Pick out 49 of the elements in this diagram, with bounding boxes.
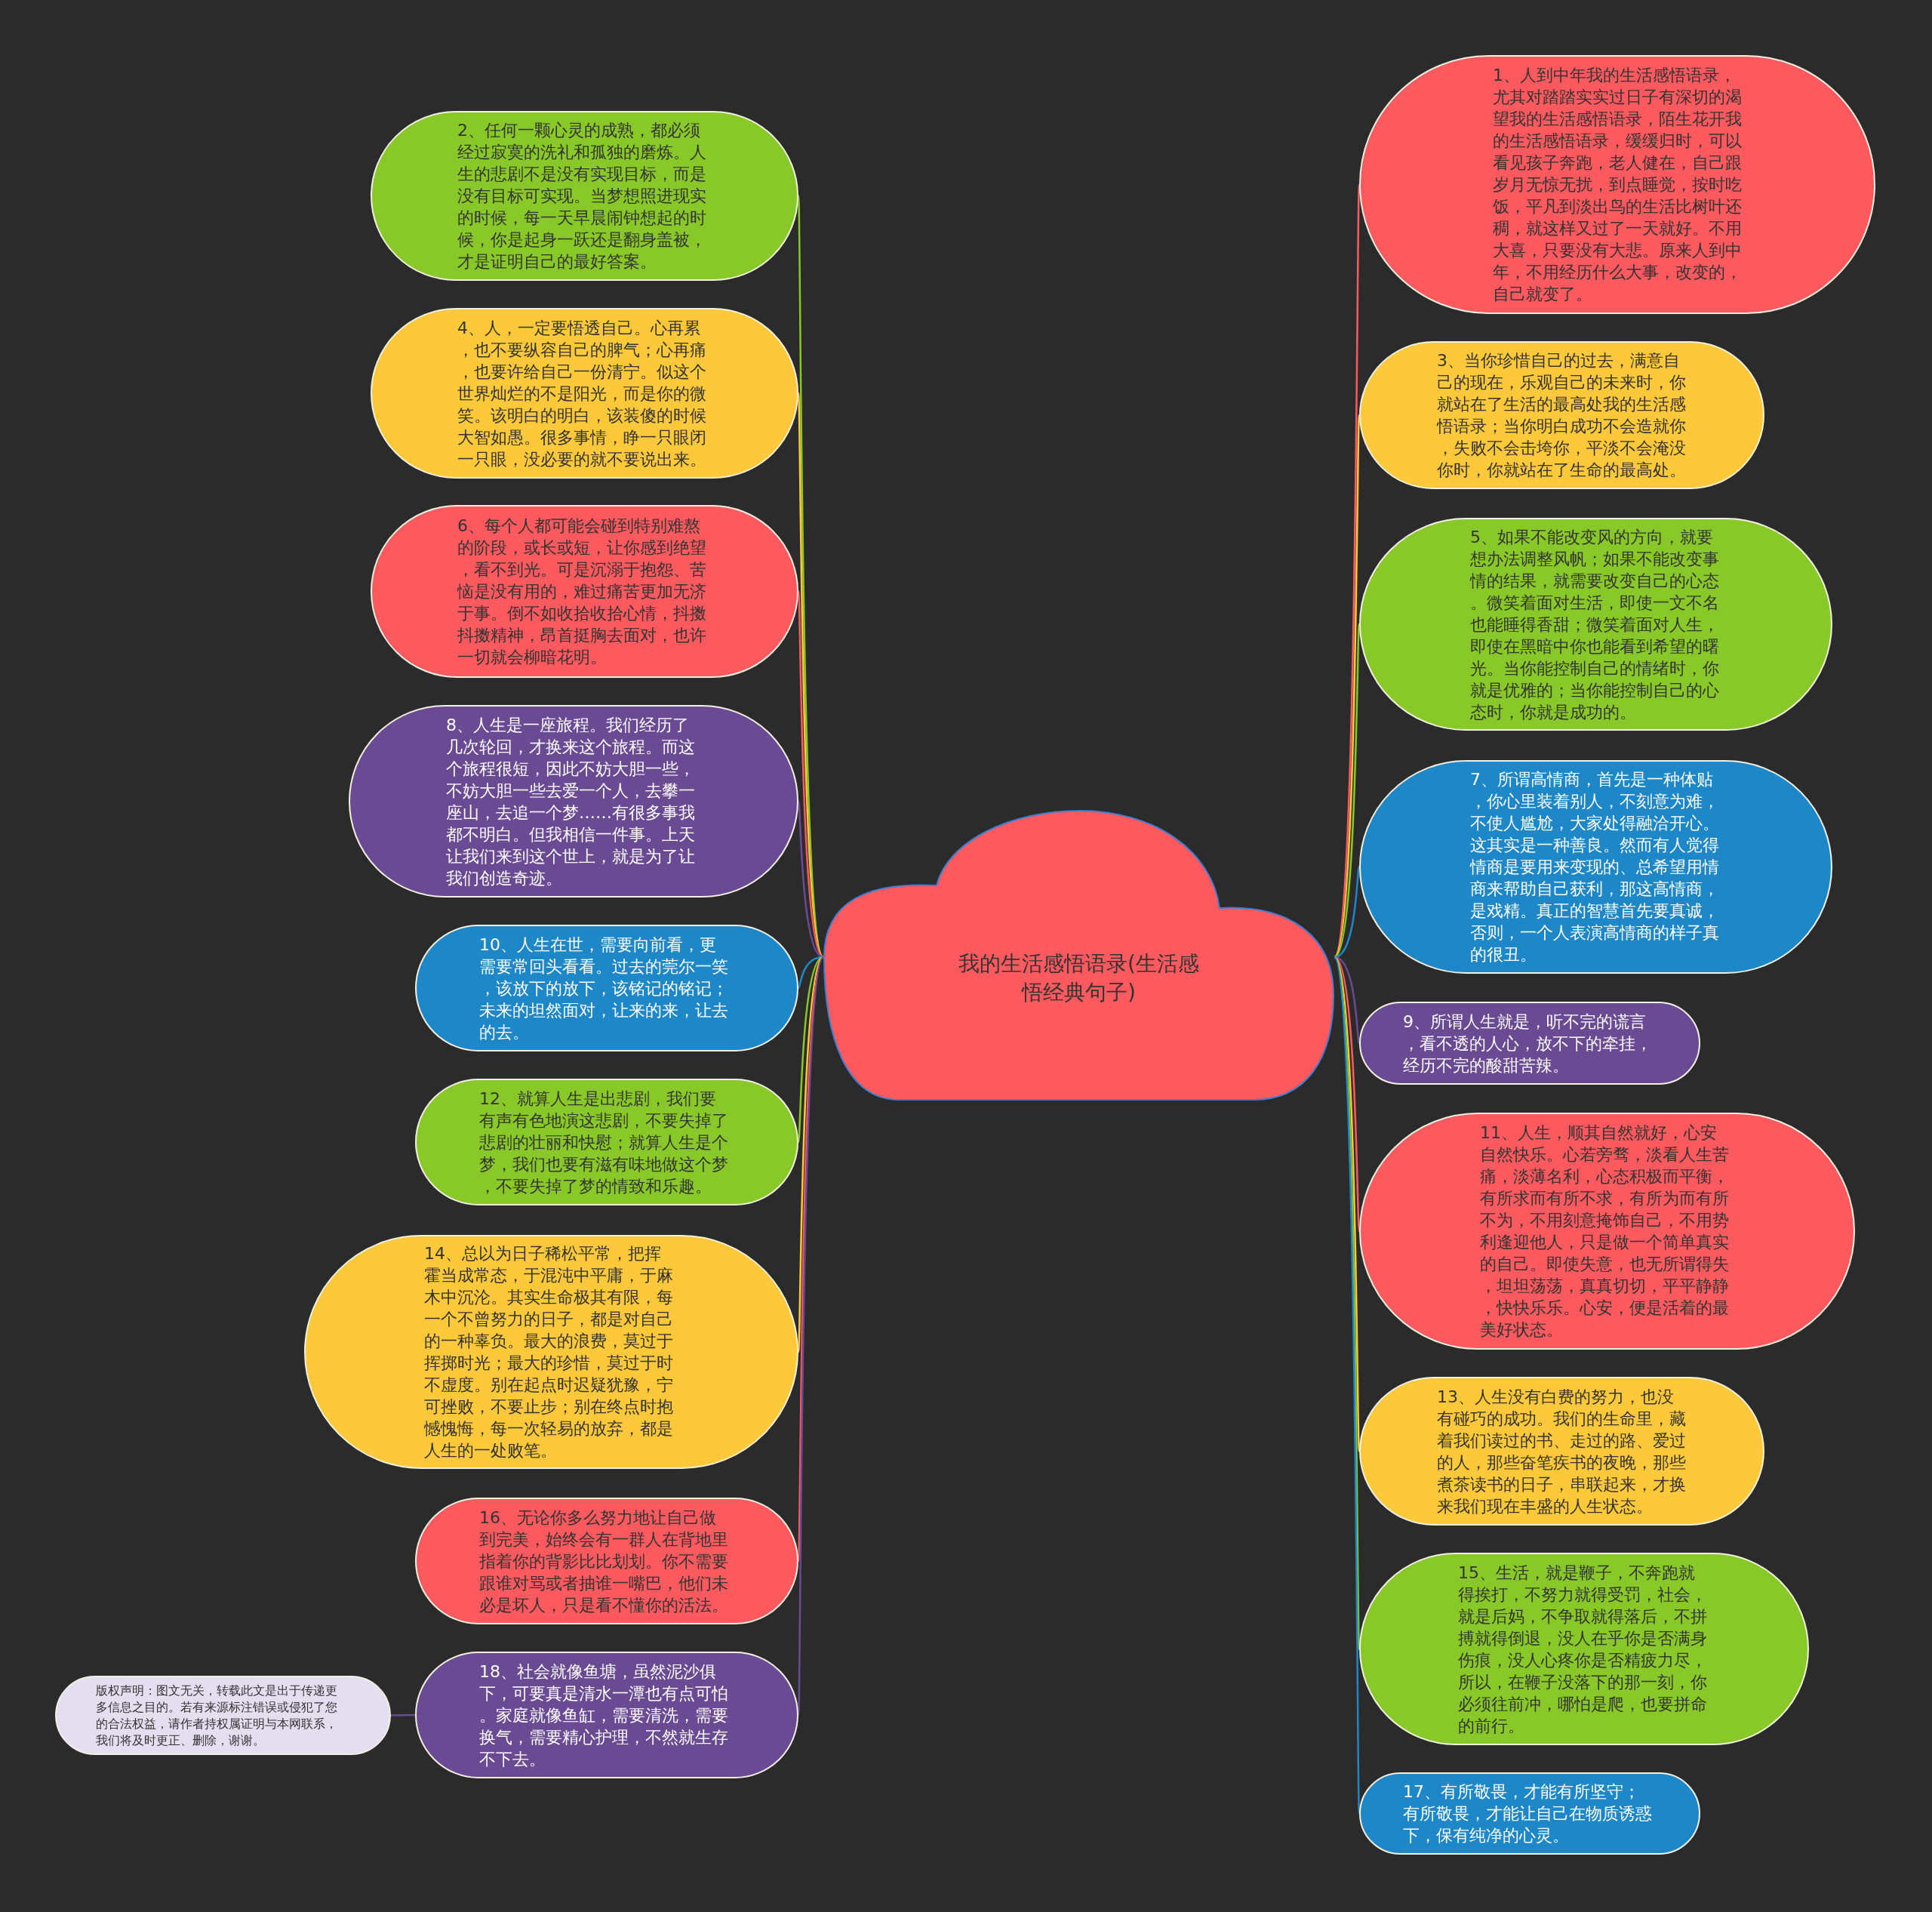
quote-text: 9、所谓人生就是，听不完的谎言，看不透的人心，放不下的牵挂，经历不完的酸甜苦辣。: [1403, 1011, 1653, 1076]
rounded-box: [415, 1498, 798, 1624]
connector-line: [797, 591, 824, 958]
rounded-box: [1359, 1553, 1809, 1745]
quote-text: 4、人，一定要悟透自己。心再累，也不要纵容自己的脾气；心再痛，也要许给自己一份清宁。似这个世界灿烂的不是阳光，而是你的微笑。该明白的明白，该装傻的时候大智如愚。很多事情，睁一只眼闭一只眼，没必要的就不要说出来。: [457, 317, 707, 470]
rounded-box: [371, 505, 798, 678]
quote-text: 13、人生没有白费的努力，也没有碰巧的成功。我们的生命里，藏着我们读过的书、走过的路、爱过的人，那些奋笔疾书的夜晚，那些煮茶读书的日子，串联起来，才换来我们现在丰盛的人生状态。: [1437, 1386, 1687, 1517]
connector-line: [390, 1713, 416, 1716]
rounded-box: [371, 111, 798, 281]
rounded-box: [349, 705, 798, 898]
connector-line: [797, 801, 824, 959]
quote-text: 11、人生，顺其自然就好，心安自然快乐。心若旁骛，淡看人生苦痛，淡薄名利，心态积极而平衡，有所求而有所不求，有所为而有所不为，不用刻意掩饰自己，不用势利逢迎他人，只是做一个简单真实的自己。即使失意，也无所谓得失，坦坦荡荡，真真切切，平平静静，快快乐乐。心安，便是活着的最美好状态。: [1480, 1122, 1730, 1341]
rounded-box: [1359, 341, 1764, 489]
note-text: 版权声明：图文无关，转载此文是出于传递更多信息之目的。若有来源标注错误或侵犯了您的合法权益，请作者持权属证明与本网联系，我们将及时更正、删除，谢谢。: [96, 1682, 338, 1749]
quote-text: 5、如果不能改变风的方向，就要想办法调整风帆；如果不能改变事情的结果，就需要改变自己的心态。微笑着面对生活，即使一文不名也能睡得香甜；微笑着面对人生，即使在黑暗中你也能看到希望的曙光。当你能控制自己的情绪时，你就是优雅的；当你能控制自己的心态时，你就是成功的。: [1470, 526, 1720, 723]
quote-text: 15、生活，就是鞭子，不奔跑就得挨打，不努力就得受罚，社会，就是后妈，不争取就得落后，不拼搏就得倒退，没人在乎你是否满身伤痕，没人心疼你是否精疲力尽，所以，在鞭子没落下的那一刻，你必须往前冲，哪怕是爬，也要拼命的前行。: [1458, 1562, 1708, 1737]
connector-line: [1334, 956, 1361, 1044]
quote-text: 8、人生是一座旅程。我们经历了几次轮回，才换来这个旅程。而这个旅程很短，因此不妨大胆一些，不妨大胆一些去爱一个人，去攀一座山，去追一个梦……有很多事我都不明白。但我相信一件事。上天让我们来到这个世上，就是为了让我们创造奇迹。: [446, 714, 696, 889]
quote-text: 18、社会就像鱼塘，虽然泥沙俱下，可要真是清水一潭也有点可怕。家庭就像鱼缸，需要清洗，需要换气，需要精心护理，不然就生存不下去。: [479, 1661, 729, 1770]
quote-text: 10、人生在世，需要向前看，更需要常回头看看。过去的莞尔一笑，该放下的放下，该铭记的铭记；未来的坦然面对，让来的来，让去的去。: [479, 934, 729, 1043]
quote-text: 12、就算人生是出悲剧，我们要有声有色地演这悲剧，不要失掉了悲剧的壮丽和快慰；就算人生是个梦，我们也要有滋有味地做这个梦，不要失掉了梦的情致和乐趣。: [479, 1088, 729, 1197]
connector-line: [1334, 623, 1361, 958]
connector-line: [797, 956, 825, 1562]
rounded-box: [1359, 1772, 1700, 1855]
connector-line: [797, 393, 825, 958]
rounded-box: [415, 1079, 798, 1205]
connector-line: [1334, 867, 1361, 959]
connector-line: [797, 956, 824, 1143]
quote-text: 3、当你珍惜自己的过去，满意自己的现在，乐观自己的未来时，你就站在了生活的最高处我的生活感悟语录；当你明白成功不会造就你，失败不会击垮你，平淡不会淹没你时，你就站在了生命的最高处。: [1437, 350, 1687, 481]
rounded-box: [415, 1652, 798, 1778]
rounded-box: [1359, 1113, 1855, 1350]
quote-text: 1、人到中年我的生活感悟语录，尤其对踏踏实实过日子有深切的渴望我的生活感悟语录，陌生花开我的生活感悟语录，缓缓归时，可以看见孩子奔跑，老人健在，自己跟岁月无惊无扰，到点睡觉，按时吃饭，平凡到淡出鸟的生活比树叶还稠，就这样又过了一天就好。不用大喜，只要没有大悲。原来人到中年，不用经历什么大事，改变的，自己就变了。: [1493, 65, 1743, 305]
rounded-box: [1359, 518, 1832, 731]
quote-text: 6、每个人都可能会碰到特别难熬的阶段，或长或短，让你感到绝望，看不到光。可是沉溺于抱怨、苦恼是没有用的，难过痛苦更加无济于事。倒不如收拾收拾心情，抖擞抖擞精神，昂首挺胸去面对，也许一切就会柳暗花明。: [457, 516, 707, 668]
connector-line: [1333, 956, 1361, 1814]
rounded-box: [1359, 55, 1875, 314]
rounded-box: [1359, 1002, 1700, 1085]
quote-text: 14、总以为日子稀松平常，把挥霍当成常态，于混沌中平庸，于麻木中沉沦。其实生命极其有限，每一个不曾努力的日子，都是对自己的一种辜负。最大的浪费，莫过于挥掷时光；最大的珍惜，莫过于时不虚度。别在起点时迟疑犹豫，宁可挫败，不要止步；别在终点时抱憾愧悔，每一次轻易的放弃，都是人生的一处败笔。: [424, 1243, 674, 1461]
connector-line: [797, 956, 825, 1716]
title-text: 我的生活感悟语录(生活感悟经典句子): [958, 950, 1200, 1006]
quote-text: 16、无论你多么努力地让自己做到完美，始终会有一群人在背地里指着你的背影比比划划。你不需要跟谁对骂或者抽谁一嘴巴，他们未必是坏人，只是看不懂你的活法。: [479, 1507, 729, 1616]
rounded-box: [371, 308, 798, 479]
rounded-box: [304, 1235, 798, 1469]
quote-text: 7、所谓高情商，首先是一种体贴，你心里装着别人，不刻意为难，不使人尴尬，大家处得融洽开心。这其实是一种善良。然而有人觉得情商是要用来变现的、总希望用情商来帮助自己获利，那这高情商，是戏精。真正的智慧首先要真诚，否则，一个人表演高情商的样子真的很丑。: [1470, 769, 1720, 965]
connector-line: [1333, 956, 1361, 1452]
quote-text: 2、任何一颗心灵的成熟，都必须经过寂寞的洗礼和孤独的磨炼。人生的悲剧不是没有实现目标，而是没有目标可实现。当梦想照进现实的时候，每一天早晨闹钟想起的时候，你是起身一跃还是翻身盖被，才是证明自己的最好答案。: [457, 120, 707, 272]
rounded-box: [1359, 1377, 1764, 1526]
connector-line: [1333, 414, 1361, 958]
quote-text: 17、有所敬畏，才能有所坚守；有所敬畏，才能让自己在物质诱惑下，保有纯净的心灵。: [1403, 1781, 1653, 1846]
